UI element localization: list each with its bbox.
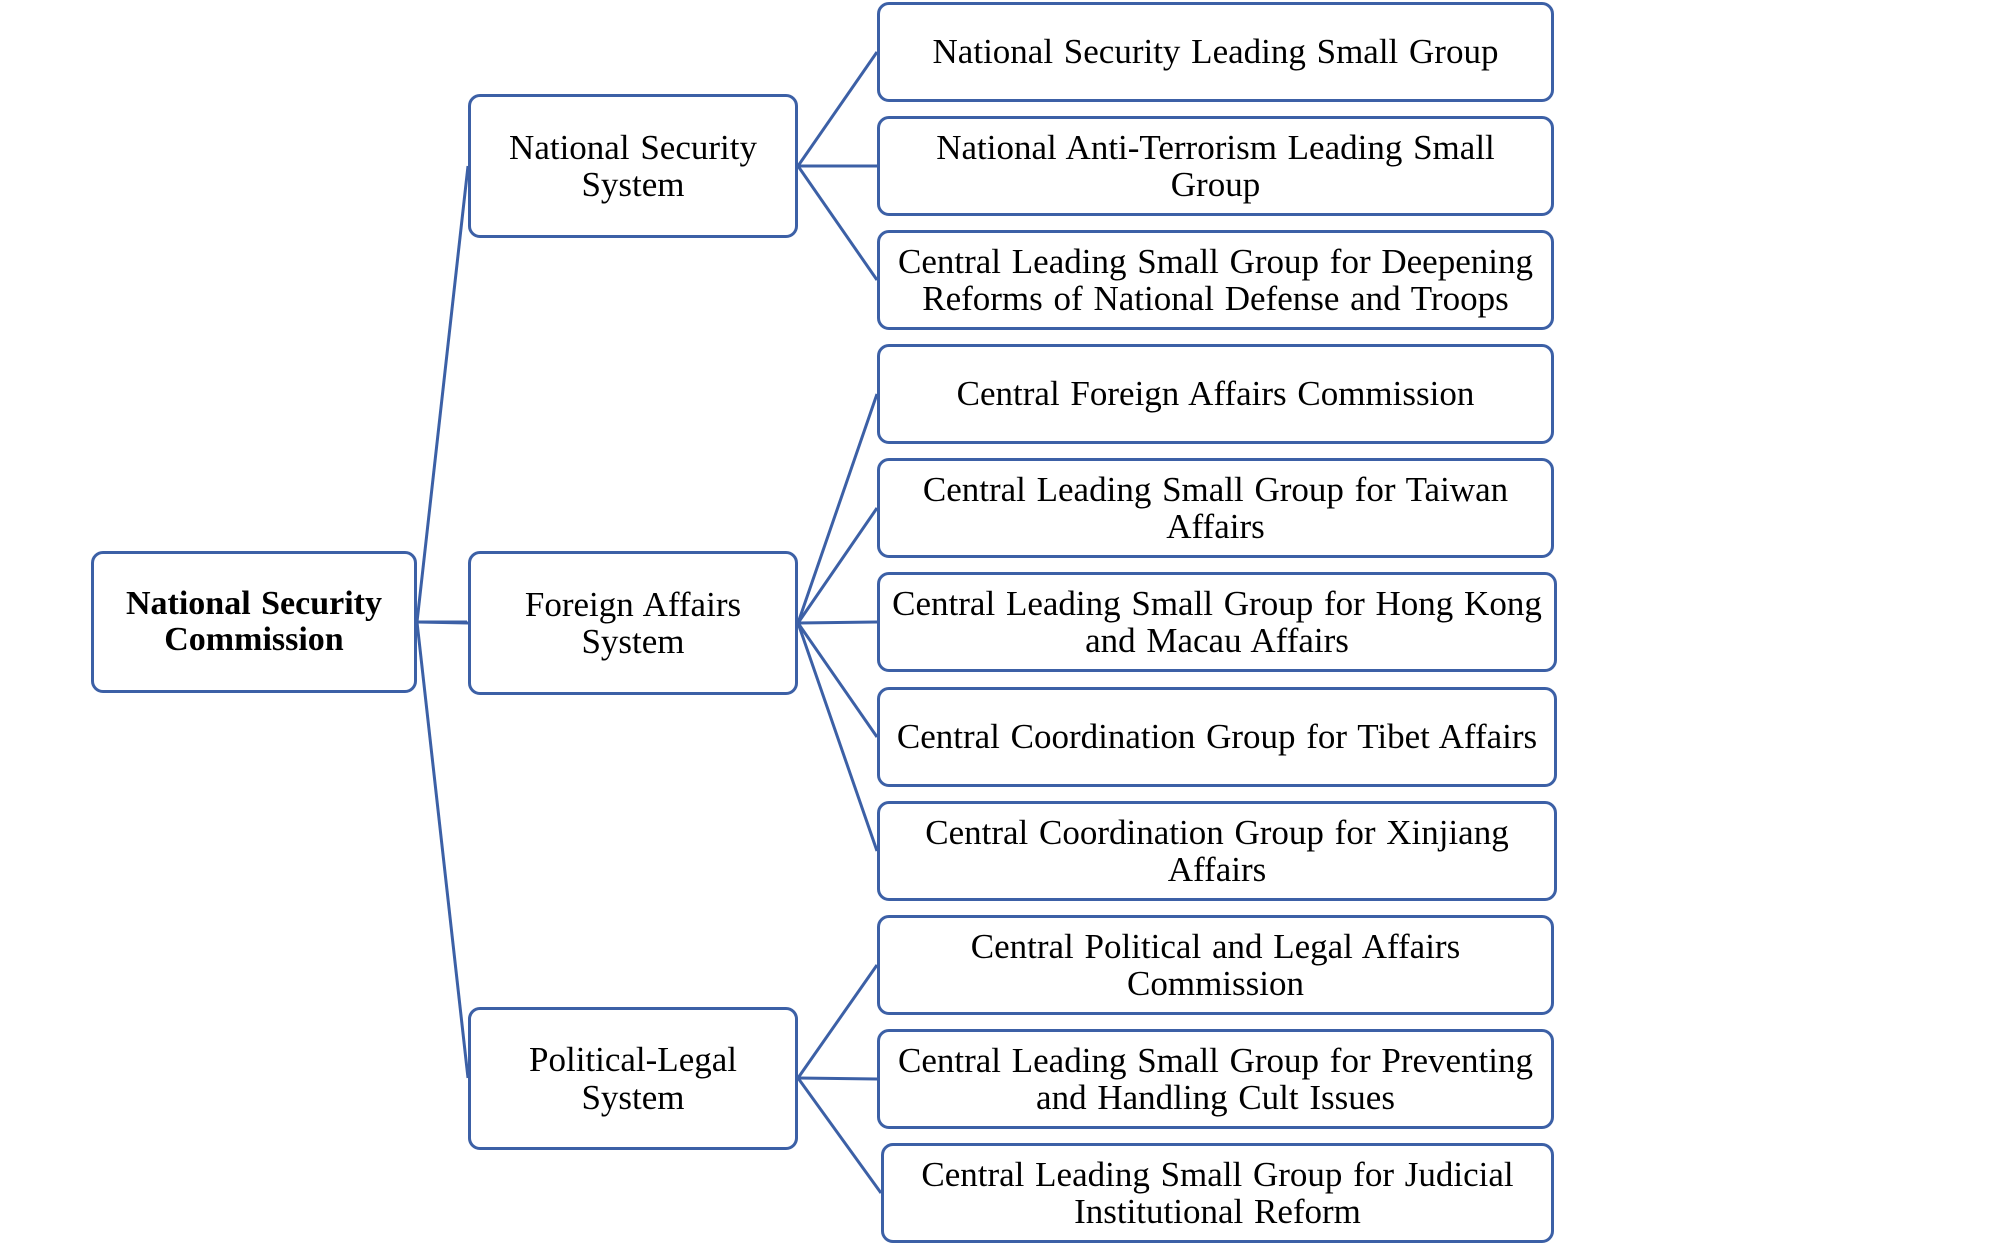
connector-line: [796, 964, 879, 1079]
national-security-commission-node: National Security Commission: [91, 551, 417, 693]
leaf-node: Central Political and Legal Affairs Comm…: [877, 915, 1554, 1015]
connector-line: [796, 51, 879, 167]
leaf-node: Central Coordination Group for Tibet Aff…: [877, 687, 1557, 787]
node-label: Political-Legal System: [529, 1040, 737, 1117]
node-label: Central Leading Small Group for Judicial…: [921, 1154, 1514, 1231]
political-legal-system-node: Political-Legal System: [468, 1007, 798, 1150]
leaf-node: Central Coordination Group for Xinjiang …: [877, 801, 1557, 901]
connector-line: [796, 393, 879, 624]
leaf-node: Central Leading Small Group for Taiwan A…: [877, 458, 1554, 558]
connector-line: [796, 622, 879, 738]
node-label: National Security Leading Small Group: [932, 32, 1499, 72]
national-security-system-node: National Security System: [468, 94, 798, 238]
connector-line: [796, 507, 879, 624]
connector-line: [415, 165, 470, 623]
connector-line: [796, 1077, 883, 1194]
node-label: National Security Commission: [125, 584, 383, 658]
node-label: Central Leading Small Group for Deepenin…: [898, 241, 1533, 318]
foreign-affairs-system-node: Foreign Affairs System: [468, 551, 798, 695]
node-label: National Security System: [509, 127, 757, 204]
leaf-node: National Anti-Terrorism Leading Small Gr…: [877, 116, 1554, 216]
leaf-node: Central Leading Small Group for Hong Kon…: [877, 572, 1557, 672]
node-label: National Anti-Terrorism Leading Small Gr…: [936, 127, 1495, 204]
connector-line: [415, 621, 470, 1079]
node-label: Central Foreign Affairs Commission: [956, 374, 1475, 414]
node-label: Foreign Affairs System: [524, 584, 742, 661]
node-label: Central Coordination Group for Tibet Aff…: [896, 717, 1538, 757]
leaf-node: Central Foreign Affairs Commission: [877, 344, 1554, 444]
connector-line: [797, 1076, 878, 1081]
node-label: Central Political and Legal Affairs Comm…: [970, 926, 1461, 1003]
leaf-node: National Security Leading Small Group: [877, 2, 1554, 102]
leaf-node: Central Leading Small Group for Judicial…: [881, 1143, 1554, 1243]
connector-line: [796, 622, 879, 852]
connector-line: [797, 620, 878, 625]
node-label: Central Leading Small Group for Preventi…: [898, 1040, 1533, 1117]
node-label: Central Leading Small Group for Hong Kon…: [892, 583, 1542, 660]
node-label: Central Leading Small Group for Taiwan A…: [922, 469, 1509, 546]
connector-line: [416, 620, 469, 625]
leaf-node: Central Leading Small Group for Deepenin…: [877, 230, 1554, 330]
connector-line: [796, 165, 879, 281]
leaf-node: Central Leading Small Group for Preventi…: [877, 1029, 1554, 1129]
node-label: Central Coordination Group for Xinjiang …: [925, 812, 1509, 889]
